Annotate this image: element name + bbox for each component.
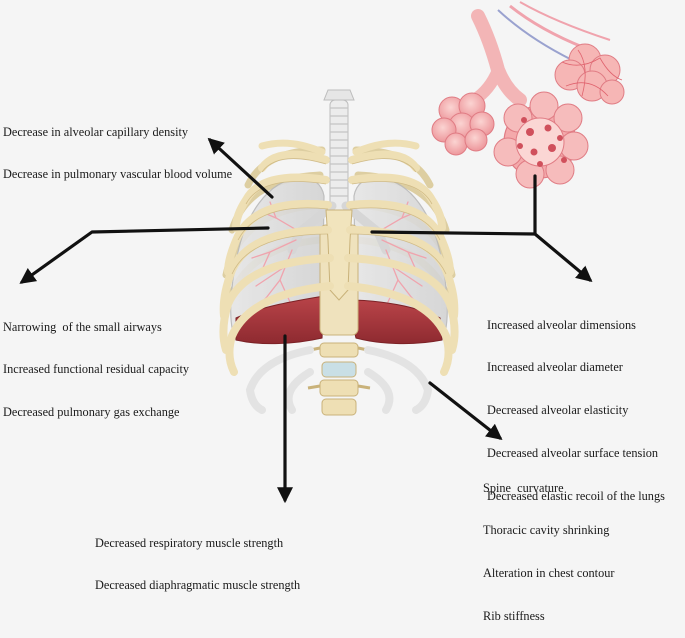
label-line: Decreased elastic recoil of the lungs xyxy=(487,489,665,504)
right-clavicle xyxy=(352,139,420,156)
left-clavicle xyxy=(258,139,326,156)
label-line: Narrowing of the small airways xyxy=(3,319,162,334)
label-block-bottom-center: Decreased respiratory muscle strength De… xyxy=(95,507,300,607)
label-line: Spine curvature xyxy=(483,480,564,495)
capillary-cluster xyxy=(554,43,625,105)
label-line: Decreased diaphragmatic muscle strength xyxy=(95,578,301,593)
arrow-left xyxy=(19,226,270,284)
label-line: Thoracic cavity shrinking xyxy=(483,523,610,538)
ribcage-lungs-illustration xyxy=(219,89,459,416)
label-block-left: Narrowing of the small airways Increased… xyxy=(3,291,189,434)
label-block-right: Increased alveolar dimensions Increased … xyxy=(487,289,665,518)
aging-respiratory-diagram xyxy=(19,1,625,504)
label-line: Decreased alveolar elasticity xyxy=(487,403,629,418)
label-line: Rib stiffness xyxy=(483,609,545,624)
diaphragm-right xyxy=(345,299,443,345)
label-block-top-left: Decrease in alveolar capillary density D… xyxy=(3,96,232,196)
arrow-bottom-right xyxy=(428,381,503,440)
label-line: Decreased alveolar surface tension xyxy=(487,446,659,461)
large-alveolar-sac xyxy=(493,91,589,189)
alveoli-cluster-illustration xyxy=(431,1,625,189)
label-line: Increased alveolar diameter xyxy=(487,360,623,375)
label-line: Alteration in chest contour xyxy=(483,566,615,581)
label-line: Decrease in pulmonary vascular blood vol… xyxy=(3,167,233,182)
arrow-top-left xyxy=(207,137,274,199)
diaphragm-left xyxy=(235,295,325,345)
label-block-bottom-right: Spine curvature Thoracic cavity shrinkin… xyxy=(483,452,614,638)
label-line: Decrease in alveolar capillary density xyxy=(3,124,189,139)
sternum xyxy=(325,209,353,301)
label-line: Increased alveolar dimensions xyxy=(487,317,636,332)
label-line: Decreased pulmonary gas exchange xyxy=(3,405,180,420)
label-line: Increased functional residual capacity xyxy=(3,362,190,377)
arrows xyxy=(19,137,593,504)
small-alveoli xyxy=(431,92,495,156)
label-line: Decreased respiratory muscle strength xyxy=(95,535,284,550)
